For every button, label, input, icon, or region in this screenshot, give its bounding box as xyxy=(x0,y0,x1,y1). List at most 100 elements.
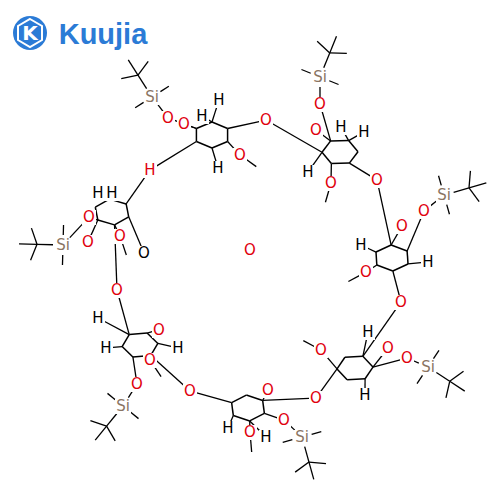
bond-line xyxy=(330,52,347,54)
bond-line xyxy=(393,264,408,271)
bond-line xyxy=(126,176,146,204)
bond-line xyxy=(228,122,260,129)
bond-line xyxy=(305,447,309,462)
bond-line xyxy=(337,369,347,380)
atom-label: O xyxy=(277,413,291,428)
bond-line xyxy=(329,81,338,85)
bond-line xyxy=(115,217,129,225)
atom-label: O xyxy=(243,243,257,258)
bond-line xyxy=(138,61,148,75)
atom-label: H xyxy=(91,186,104,201)
bond-line xyxy=(272,123,322,152)
atom-label: O xyxy=(259,113,273,128)
atom-label: O xyxy=(309,391,323,406)
bond-line xyxy=(126,204,129,217)
bond-line xyxy=(363,339,367,356)
logo-letter: K xyxy=(22,23,38,43)
bond-line xyxy=(322,134,331,141)
bond-line xyxy=(375,252,377,265)
bond-line xyxy=(227,129,229,142)
atom-label: O xyxy=(400,351,414,366)
atom-label: O xyxy=(370,173,384,188)
atom-label: O xyxy=(183,384,197,399)
bond-line xyxy=(107,393,115,399)
bond-line xyxy=(90,421,106,426)
atom-label: H xyxy=(358,388,371,403)
atom-label: H xyxy=(171,341,184,356)
bond-line xyxy=(212,142,228,149)
bond-line xyxy=(233,416,249,421)
bond-line xyxy=(212,122,228,129)
bond-line xyxy=(232,395,247,403)
bond-line xyxy=(450,371,464,381)
atom-label: O xyxy=(417,204,431,219)
bond-line xyxy=(129,217,142,247)
bond-line xyxy=(122,243,126,255)
bond-line xyxy=(251,439,252,452)
atom-label: O xyxy=(152,323,166,338)
atom-label: Si xyxy=(420,360,436,375)
bond-line xyxy=(367,248,376,252)
bond-line xyxy=(113,346,122,348)
bond-line xyxy=(31,228,37,244)
atom-label: H xyxy=(361,325,374,340)
bond-line xyxy=(107,426,116,441)
bond-line xyxy=(62,255,64,265)
atom-label: H xyxy=(357,125,370,140)
bond-line xyxy=(377,265,393,271)
atom-label: O xyxy=(359,265,373,280)
atom-label: O xyxy=(243,425,257,440)
atom-label: O xyxy=(261,383,275,398)
bond-line xyxy=(436,372,449,381)
bond-line xyxy=(378,187,391,245)
bond-line xyxy=(322,152,331,163)
atom-label: O xyxy=(161,111,175,126)
bond-line xyxy=(373,353,384,367)
bond-line xyxy=(325,190,329,202)
bond-line xyxy=(312,432,322,435)
bond-line xyxy=(349,141,358,152)
bond-line xyxy=(324,53,330,68)
atom-label: O xyxy=(313,97,327,112)
atom-label: H xyxy=(105,186,118,201)
bond-line xyxy=(331,162,349,164)
atom-label: O xyxy=(110,283,124,298)
atom-label: H xyxy=(354,238,367,253)
bond-line xyxy=(320,369,337,392)
bond-line xyxy=(363,356,373,367)
atom-label: H xyxy=(221,421,234,436)
atom-label: H xyxy=(334,120,347,135)
atom-label: H xyxy=(91,311,104,326)
bond-line xyxy=(128,60,138,75)
bond-line xyxy=(37,244,53,246)
atom-label: O xyxy=(177,117,191,132)
bond-line xyxy=(408,263,421,264)
atom-label: H xyxy=(259,430,272,445)
bond-line xyxy=(376,245,391,252)
bond-line xyxy=(347,378,365,380)
bond-line xyxy=(407,217,421,251)
bond-line xyxy=(309,462,314,479)
bond-line xyxy=(156,142,196,167)
bond-line xyxy=(138,75,147,88)
bond-line xyxy=(393,271,399,295)
atom-label: O xyxy=(82,210,96,225)
bond-line xyxy=(330,36,337,53)
bond-line xyxy=(246,159,257,167)
atom-label: H xyxy=(421,255,434,270)
bond-line xyxy=(19,243,37,245)
atom-label: H xyxy=(212,93,225,108)
bond-line xyxy=(129,333,147,335)
bond-line xyxy=(322,111,331,141)
logo-text: Kuujia xyxy=(59,19,148,49)
atom-label: O xyxy=(137,246,151,261)
atom-label: H xyxy=(195,109,208,124)
bond-line xyxy=(345,356,363,358)
bond-line xyxy=(447,205,450,215)
bond-line xyxy=(250,413,265,421)
bond-line xyxy=(197,393,232,403)
atom-label: Si xyxy=(55,238,71,253)
bond-line xyxy=(95,426,106,440)
bond-line xyxy=(263,398,309,400)
